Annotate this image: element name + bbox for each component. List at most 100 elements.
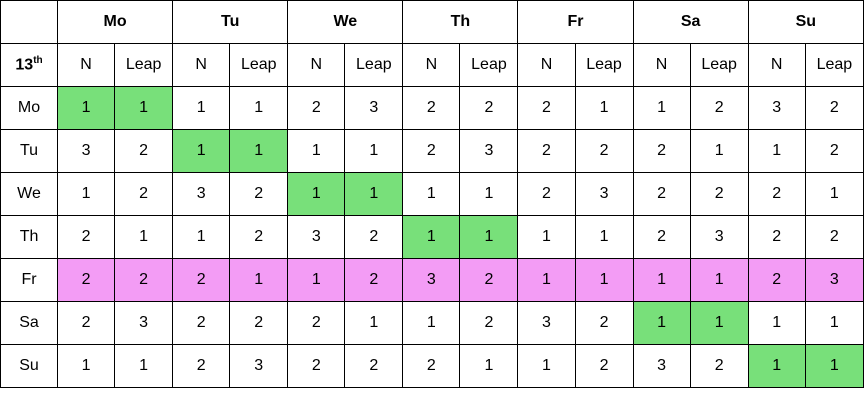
table-cell: 1 [804,172,865,216]
table-cell: 2 [114,258,174,302]
sub-header-leap: Leap [574,43,634,87]
table-cell: 2 [747,215,806,259]
table-cell: 1 [229,86,289,130]
table-cell: 3 [804,258,865,302]
sub-header-leap: Leap [114,43,174,87]
table-cell: 2 [517,129,576,173]
table-cell: 1 [689,301,749,345]
sub-header-normal: N [287,43,346,87]
table-cell: 2 [632,172,691,216]
table-cell: 1 [172,86,231,130]
table-cell: 2 [689,86,749,130]
table-cell: 1 [57,172,116,216]
table-cell: 1 [172,215,231,259]
table-cell: 1 [517,344,576,388]
header-day-sa: Sa [632,0,749,44]
row-label: Th [0,215,59,259]
table-cell: 2 [402,86,461,130]
table-cell: 2 [344,215,404,259]
sub-header-normal: N [517,43,576,87]
table-cell: 2 [229,172,289,216]
table-cell: 1 [402,301,461,345]
corner-label-sup: th [33,55,43,67]
table-cell: 1 [287,129,346,173]
table-cell: 2 [804,86,865,130]
table-cell: 1 [574,86,634,130]
table-cell: 1 [517,258,576,302]
table-cell: 1 [689,258,749,302]
table-cell: 2 [517,86,576,130]
table-cell: 2 [459,258,519,302]
table-cell: 2 [574,301,634,345]
table-cell: 1 [114,86,174,130]
table-cell: 1 [57,86,116,130]
table-cell: 2 [287,86,346,130]
table-cell: 3 [114,301,174,345]
table-cell: 1 [57,344,116,388]
table-cell: 1 [459,215,519,259]
table-cell: 1 [402,215,461,259]
corner-label-13th: 13th [0,43,59,87]
day-header-row: Mo Tu We Th Fr Sa Su [0,0,865,44]
table-cell: 1 [804,344,865,388]
table-cell: 2 [632,215,691,259]
table-cell: 2 [747,258,806,302]
table-cell: 2 [632,129,691,173]
sub-header-normal: N [172,43,231,87]
sub-header-normal: N [402,43,461,87]
table-cell: 2 [57,215,116,259]
row-label: Tu [0,129,59,173]
table-cell: 2 [689,172,749,216]
table-cell: 1 [229,129,289,173]
table-cell: 1 [114,344,174,388]
table-cell: 2 [114,172,174,216]
row-label: Fr [0,258,59,302]
table-cell: 3 [574,172,634,216]
table-cell: 3 [689,215,749,259]
row-label: Su [0,344,59,388]
table-cell: 2 [172,301,231,345]
sub-header-normal: N [57,43,116,87]
table-cell: 1 [632,86,691,130]
table-cell: 3 [517,301,576,345]
table-cell: 1 [459,344,519,388]
table-cell: 1 [344,301,404,345]
table-cell: 2 [172,258,231,302]
table-cell: 2 [229,301,289,345]
table-cell: 1 [804,301,865,345]
table-cell: 1 [287,172,346,216]
sub-header-leap: Leap [804,43,865,87]
table-cell: 1 [344,172,404,216]
table-cell: 2 [172,344,231,388]
table-cell: 1 [689,129,749,173]
table-cell: 1 [747,129,806,173]
row-label: We [0,172,59,216]
sub-header-leap: Leap [344,43,404,87]
table-cell: 2 [114,129,174,173]
table-cell: 2 [574,129,634,173]
table-cell: 1 [747,301,806,345]
table-cell: 1 [459,172,519,216]
table-cell: 1 [574,215,634,259]
table-cell: 1 [632,301,691,345]
table-cell: 3 [747,86,806,130]
table-cell: 3 [344,86,404,130]
header-corner-empty [0,0,59,44]
header-day-th: Th [402,0,519,44]
table-cell: 1 [632,258,691,302]
header-day-we: We [287,0,404,44]
table-cell: 3 [459,129,519,173]
header-day-fr: Fr [517,0,634,44]
table-cell: 1 [747,344,806,388]
table-cell: 1 [574,258,634,302]
sub-header-leap: Leap [229,43,289,87]
table-cell: 3 [402,258,461,302]
sub-header-leap: Leap [689,43,749,87]
table-cell: 2 [344,344,404,388]
